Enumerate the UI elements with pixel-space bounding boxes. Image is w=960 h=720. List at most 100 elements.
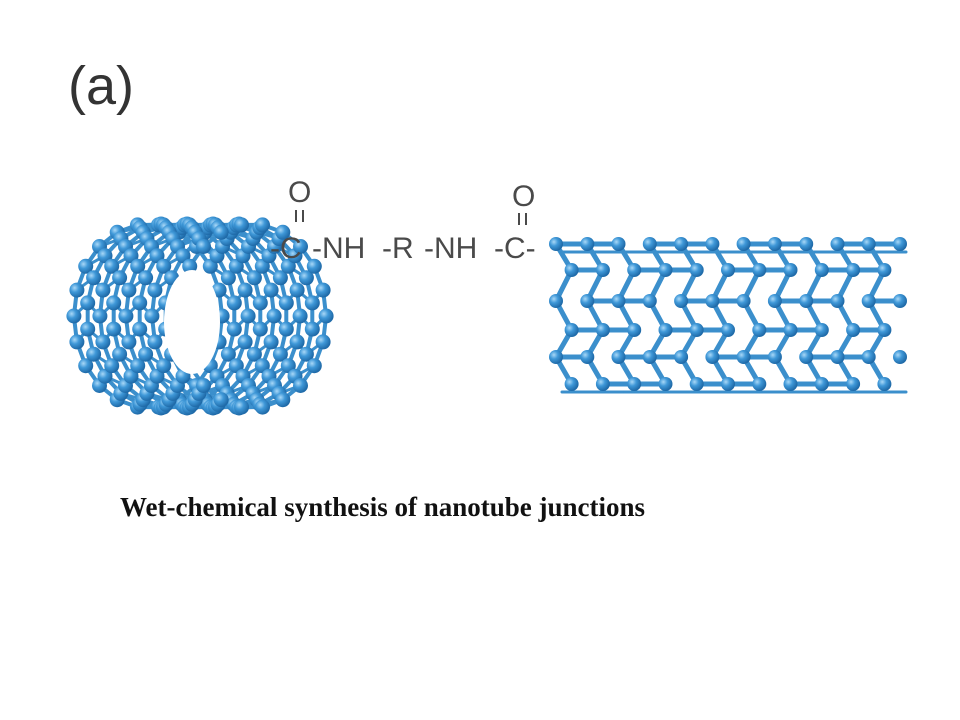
carbon-atom bbox=[799, 350, 814, 364]
carbon-atom bbox=[893, 294, 907, 308]
carbon-atom bbox=[580, 237, 595, 251]
carbon-atom bbox=[138, 270, 154, 286]
carbon-atom bbox=[674, 350, 689, 364]
linker-segment-r: -R bbox=[382, 232, 414, 265]
carbon-atom bbox=[86, 270, 102, 286]
carbon-atom bbox=[213, 392, 229, 408]
carbon-atom bbox=[80, 321, 96, 337]
carbon-atom bbox=[877, 377, 892, 391]
carbon-atom bbox=[674, 237, 689, 251]
carbon-atom bbox=[234, 399, 249, 415]
carbon-atom bbox=[705, 350, 720, 364]
carbon-atom bbox=[549, 294, 563, 308]
carbon-atom bbox=[275, 224, 291, 240]
carbon-atom bbox=[213, 224, 229, 240]
carbon-atom bbox=[861, 294, 876, 308]
carbon-atom bbox=[752, 323, 767, 337]
carbon-atom bbox=[298, 270, 314, 286]
carbon-atom bbox=[564, 263, 579, 277]
carbon-atom bbox=[767, 350, 782, 364]
carbon-atom bbox=[182, 258, 198, 274]
carbon-atom bbox=[104, 258, 120, 274]
carbon-atom bbox=[318, 308, 334, 324]
carbon-atom bbox=[226, 321, 242, 337]
carbon-atom bbox=[846, 263, 861, 277]
carbon-atom bbox=[255, 399, 270, 415]
carbon-atom bbox=[234, 217, 249, 233]
carbon-atom bbox=[237, 282, 253, 298]
oxygen-right: O bbox=[512, 180, 535, 213]
carbon-atom bbox=[252, 321, 268, 337]
carbon-atom bbox=[799, 237, 814, 251]
carbon-atom bbox=[658, 263, 673, 277]
carbon-atom bbox=[220, 346, 236, 362]
carbon-atom bbox=[315, 334, 331, 350]
carbon-atom bbox=[78, 358, 94, 374]
carbon-atom bbox=[814, 377, 829, 391]
carbon-atom bbox=[130, 358, 146, 374]
carbon-atom bbox=[830, 350, 845, 364]
carbon-atom bbox=[830, 237, 845, 251]
carbon-atom bbox=[293, 239, 308, 254]
carbon-atom bbox=[66, 308, 82, 324]
figure-caption: Wet-chemical synthesis of nanotube junct… bbox=[120, 492, 646, 522]
carbon-atom bbox=[132, 321, 148, 337]
right-nanotube bbox=[549, 237, 908, 394]
carbon-atom bbox=[783, 323, 798, 337]
carbon-atom bbox=[783, 263, 798, 277]
carbon-atom bbox=[611, 237, 626, 251]
carbon-atom bbox=[69, 282, 85, 298]
carbon-atom bbox=[92, 308, 108, 324]
carbon-atom bbox=[580, 294, 595, 308]
carbon-atom bbox=[846, 377, 861, 391]
carbon-atom bbox=[255, 217, 270, 233]
carbon-atom bbox=[263, 282, 279, 298]
carbon-atom bbox=[156, 258, 172, 274]
carbon-atom bbox=[226, 295, 242, 311]
carbon-atom bbox=[721, 323, 735, 337]
carbon-atom bbox=[861, 350, 876, 364]
carbon-atom bbox=[266, 308, 282, 324]
carbon-atom bbox=[106, 321, 122, 337]
carbon-atom bbox=[767, 294, 782, 308]
carbon-atom bbox=[689, 377, 704, 391]
carbon-atom bbox=[689, 323, 704, 337]
carbon-atom bbox=[611, 294, 626, 308]
carbon-atom bbox=[642, 350, 657, 364]
carbon-atom bbox=[783, 377, 798, 391]
carbon-atom bbox=[80, 295, 96, 311]
carbon-atom bbox=[705, 237, 720, 251]
carbon-atom bbox=[580, 350, 595, 364]
carbon-atom bbox=[721, 263, 735, 277]
oxygen-left: O bbox=[288, 176, 311, 209]
carbon-atom bbox=[658, 323, 673, 337]
linker-segment-c-right: -C- bbox=[494, 232, 536, 265]
carbon-atom bbox=[752, 263, 767, 277]
carbon-atom bbox=[106, 295, 122, 311]
carbon-atom bbox=[95, 334, 111, 350]
carbon-atom bbox=[595, 377, 610, 391]
carbon-atom bbox=[196, 239, 211, 254]
linker-segment-nh-left: -NH bbox=[312, 232, 365, 265]
carbon-atom bbox=[272, 346, 288, 362]
carbon-atom bbox=[674, 294, 689, 308]
carbon-atom bbox=[78, 258, 94, 274]
carbon-atom bbox=[69, 334, 85, 350]
carbon-atom bbox=[304, 321, 320, 337]
carbon-atom bbox=[564, 323, 579, 337]
carbon-atom bbox=[306, 358, 322, 374]
linker-segment-nh-right: -NH bbox=[424, 232, 477, 265]
carbon-atom bbox=[118, 308, 134, 324]
carbon-atom bbox=[877, 323, 892, 337]
carbon-atom bbox=[289, 334, 305, 350]
carbon-atom bbox=[595, 263, 610, 277]
carbon-atom bbox=[278, 321, 294, 337]
carbon-atom bbox=[147, 334, 163, 350]
carbon-atom bbox=[877, 263, 892, 277]
carbon-atom bbox=[130, 258, 146, 274]
carbon-atom bbox=[132, 295, 148, 311]
carbon-atom bbox=[830, 294, 845, 308]
carbon-atom bbox=[846, 323, 861, 337]
carbon-atom bbox=[246, 346, 262, 362]
panel-label: (a) bbox=[68, 56, 134, 116]
